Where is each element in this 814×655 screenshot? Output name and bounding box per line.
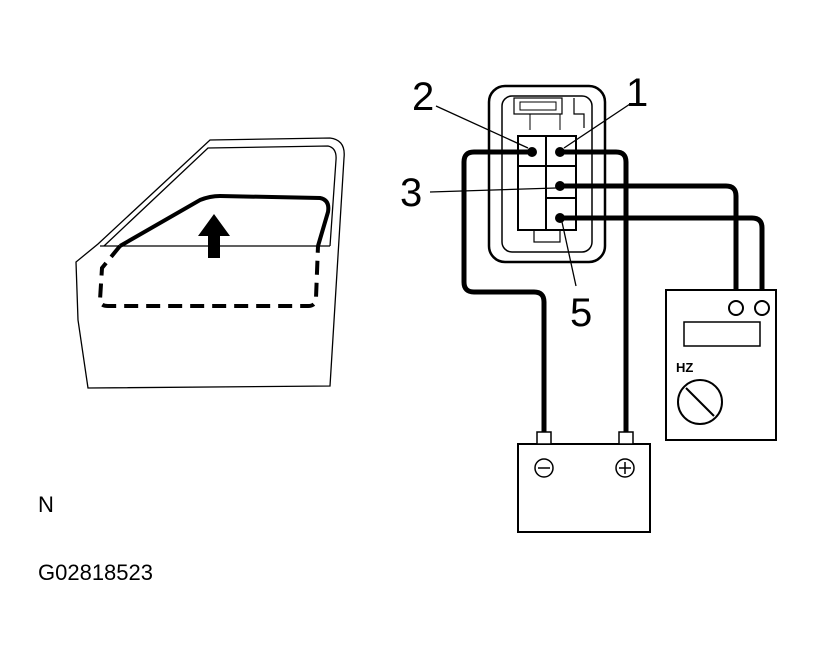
meter-probe-socket-1 bbox=[728, 300, 744, 316]
window-up-arrow bbox=[198, 214, 230, 258]
leader-pin3 bbox=[429, 187, 557, 193]
meter-hz-label: HZ bbox=[676, 360, 693, 375]
wire-pin5-to-meter bbox=[557, 215, 765, 299]
wiring bbox=[461, 149, 765, 435]
pin-3-label: 3 bbox=[400, 171, 422, 215]
battery-negative-post bbox=[536, 431, 552, 445]
leader-pin5 bbox=[561, 221, 577, 287]
switch-housing-inner bbox=[501, 95, 593, 253]
meter-body bbox=[665, 289, 777, 441]
door-outline bbox=[75, 137, 345, 389]
meter-probe-socket-2 bbox=[754, 300, 770, 316]
wire-pin1-to-battery-positive bbox=[557, 149, 629, 435]
meter-display bbox=[683, 321, 761, 347]
switch-bottom-tab bbox=[533, 229, 561, 243]
battery bbox=[517, 431, 651, 533]
door-illustration bbox=[75, 137, 345, 389]
wire-pin3-to-meter bbox=[557, 183, 739, 299]
leader-pin2 bbox=[435, 105, 529, 149]
pin-5-label: 5 bbox=[570, 291, 592, 335]
switch-latch-inner bbox=[519, 101, 557, 111]
leader-lines bbox=[429, 103, 631, 287]
window-glass-top bbox=[119, 193, 331, 248]
view-letter: N bbox=[38, 492, 54, 517]
multimeter bbox=[665, 289, 777, 441]
door-frame-inner bbox=[103, 145, 337, 247]
pin-2-label: 2 bbox=[412, 75, 434, 119]
meter-dial-pointer bbox=[685, 387, 715, 417]
switch-connector bbox=[487, 84, 607, 264]
pin-1-label: 1 bbox=[626, 71, 648, 115]
battery-positive-post bbox=[618, 431, 634, 445]
leader-pin1 bbox=[563, 103, 631, 149]
switch-clip bbox=[573, 98, 585, 128]
switch-latch bbox=[513, 97, 563, 115]
window-glass-lower-dashed bbox=[97, 244, 320, 308]
meter-dial bbox=[677, 379, 723, 425]
wire-pin2-to-battery-negative bbox=[461, 149, 547, 435]
battery-body bbox=[517, 443, 651, 533]
figure-code: G02818523 bbox=[38, 560, 153, 585]
battery-positive-icon bbox=[615, 458, 635, 478]
battery-negative-icon bbox=[534, 458, 554, 478]
switch-housing-outer bbox=[487, 84, 607, 264]
